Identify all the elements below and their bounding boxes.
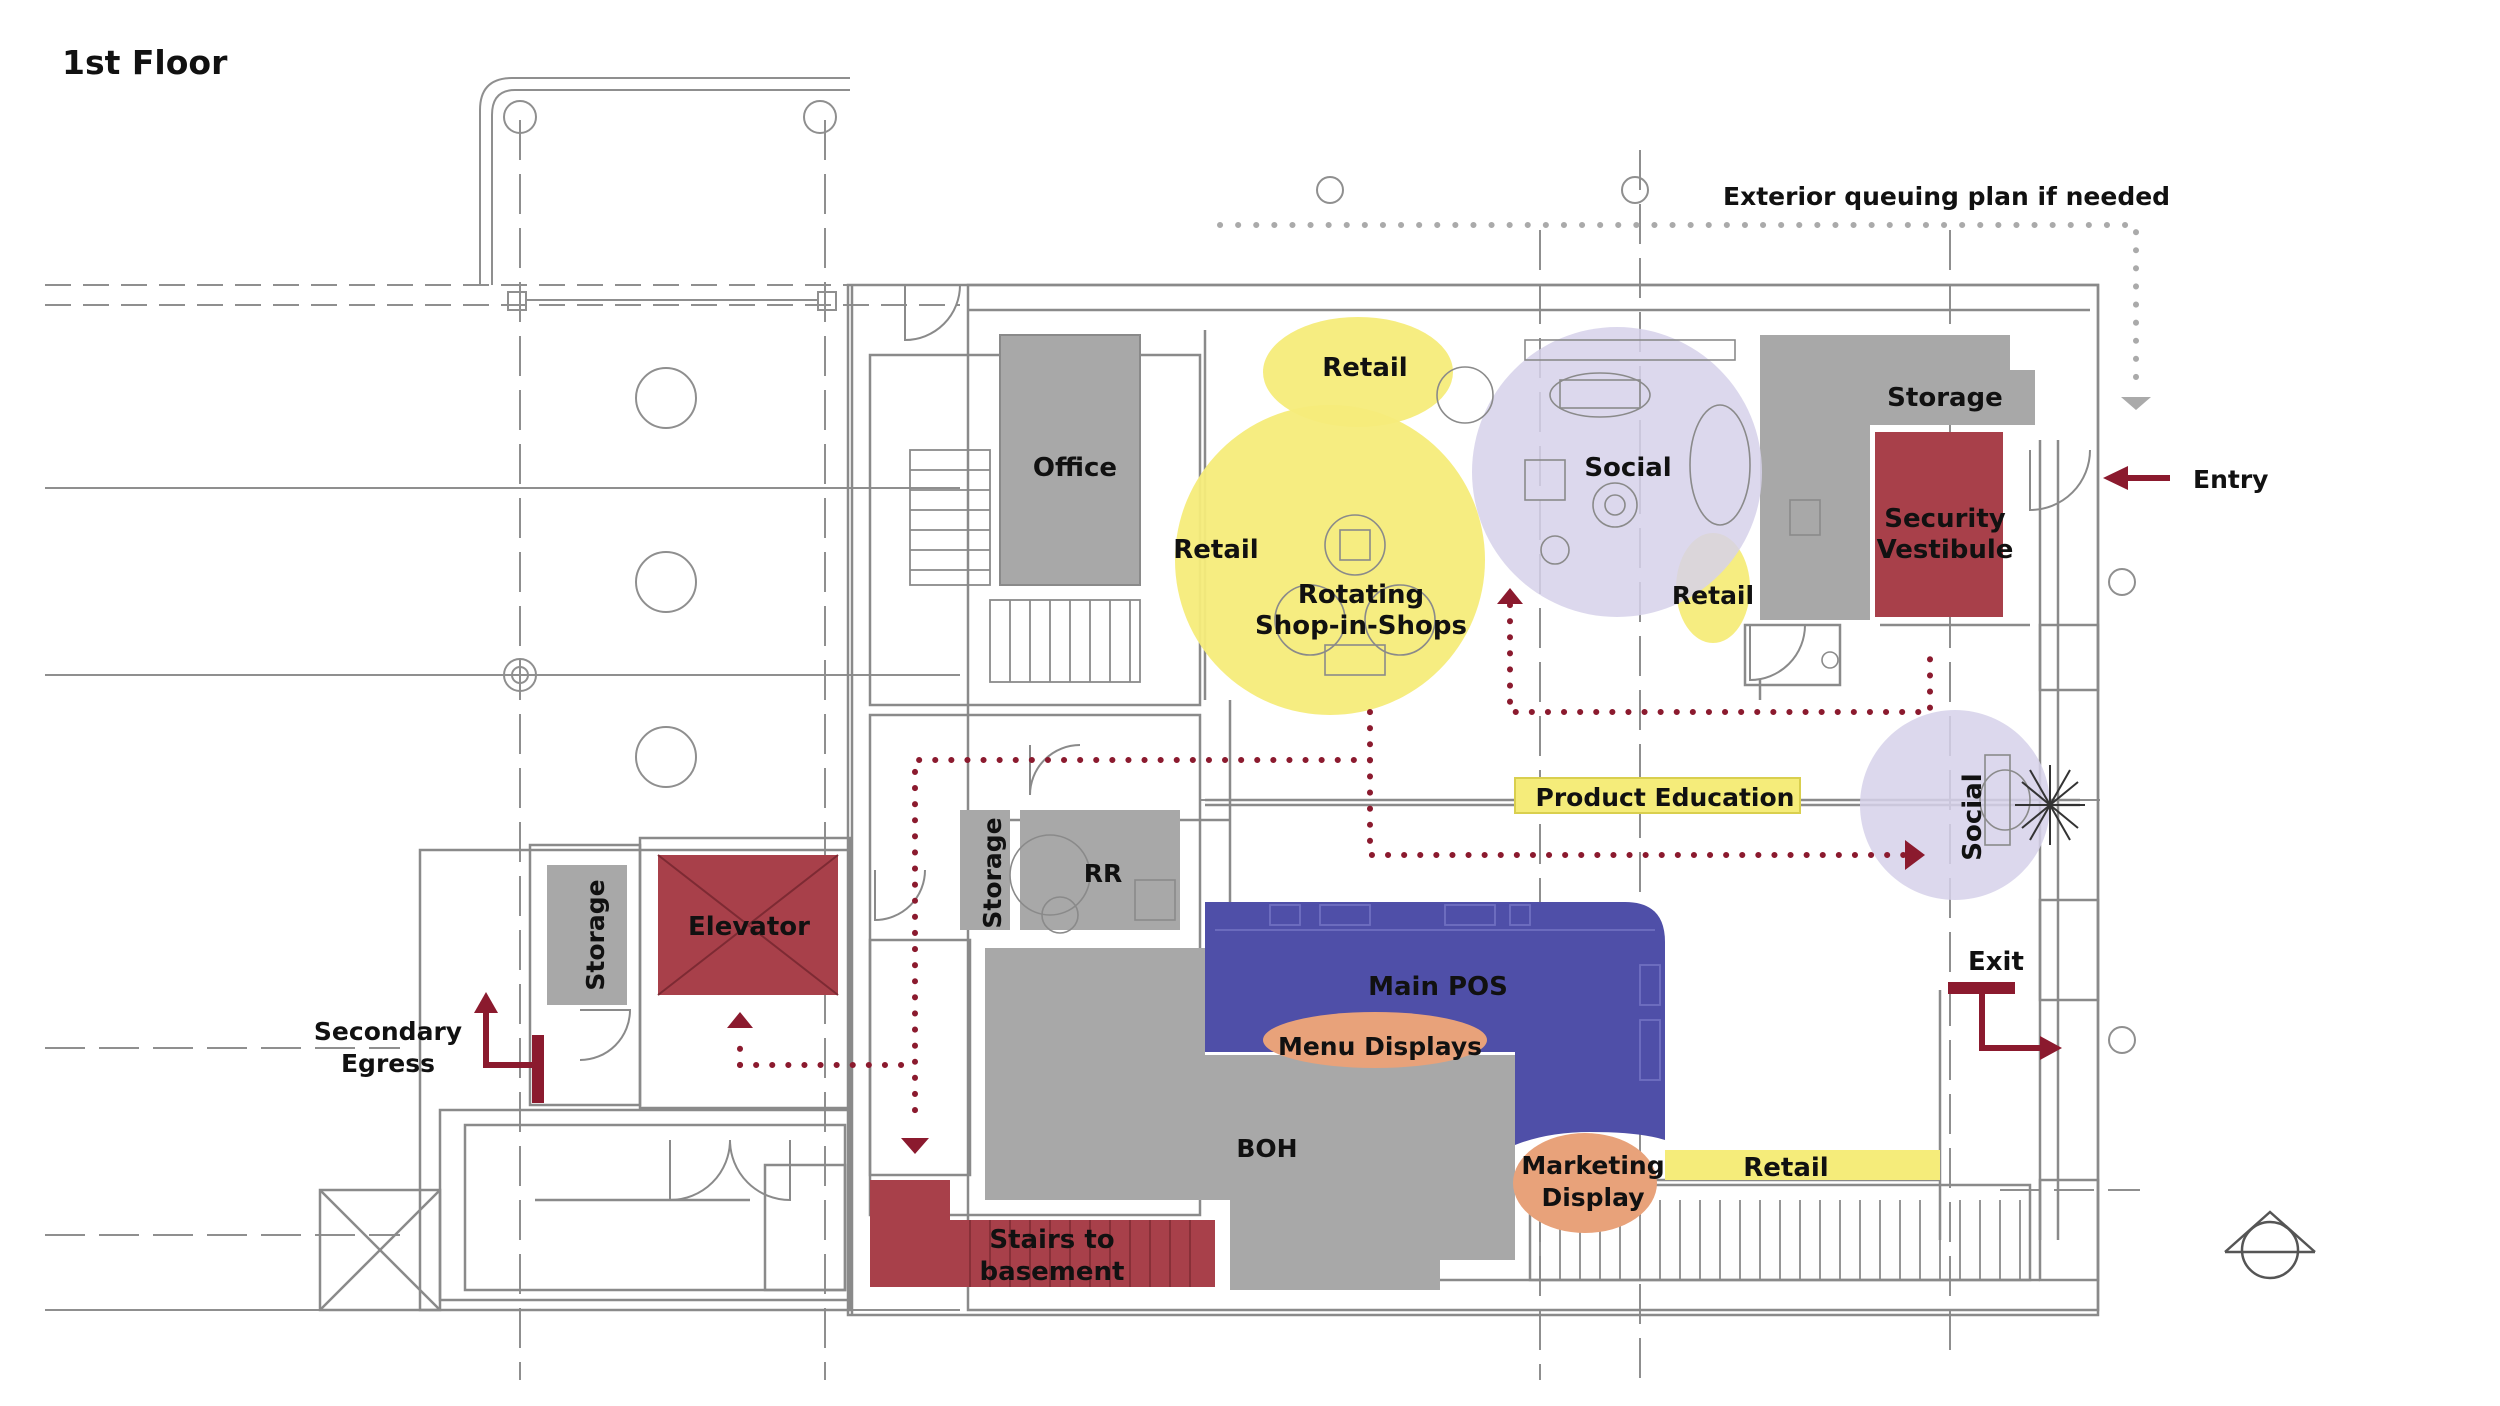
plant-icon	[2015, 765, 2085, 845]
label-marketing-line2: Display	[1541, 1183, 1644, 1212]
circulation-paths	[737, 602, 1933, 1128]
stairs-basement-room	[870, 1180, 1215, 1287]
secondary-egress-arrow-icon	[474, 992, 544, 1103]
stairs-office	[909, 449, 1141, 683]
path-arrow-up-left-icon	[727, 1012, 753, 1028]
exterior-queue-path	[1217, 222, 2139, 388]
storage-left-room	[547, 865, 627, 1005]
path-arrow-right-icon	[1905, 840, 1925, 870]
label-retail-top: Retail	[1322, 353, 1407, 383]
office-room	[999, 334, 1141, 586]
label-marketing-line1: Marketing	[1521, 1151, 1664, 1180]
exit-arrow-icon	[1948, 982, 2062, 1060]
retail-rotating-zone	[1175, 405, 1485, 715]
label-stairs-line1: Stairs to	[989, 1225, 1114, 1255]
label-retail-bottom: Retail	[1743, 1153, 1828, 1183]
rr-room	[1020, 810, 1180, 930]
label-social-top: Social	[1584, 453, 1671, 483]
retail-top-zone	[1263, 317, 1453, 427]
furniture-sketches	[1009, 339, 2031, 934]
queue-arrow-down-icon	[2121, 397, 2151, 410]
label-storage-top: Storage	[1887, 383, 2003, 413]
entry-arrow-icon	[2103, 466, 2170, 490]
label-rr: RR	[1084, 859, 1123, 888]
label-menu-displays: Menu Displays	[1278, 1032, 1482, 1061]
label-secondary-egress-line1: Secondary	[314, 1017, 462, 1046]
label-storage-mid: Storage	[978, 817, 1007, 928]
label-security-line2: Vestibule	[1877, 535, 2014, 565]
boh-room	[985, 948, 1515, 1290]
label-retail-small: Retail	[1672, 581, 1754, 610]
label-elevator: Elevator	[688, 912, 810, 942]
menu-displays-zone	[1263, 1012, 1487, 1068]
label-exit: Exit	[1968, 947, 2024, 977]
pos-counter-details	[1215, 904, 1661, 1081]
label-retail-left: Retail	[1173, 535, 1258, 565]
marketing-display-zone	[1513, 1133, 1657, 1233]
label-storage-left: Storage	[581, 879, 610, 990]
label-stairs-line2: basement	[980, 1257, 1125, 1287]
security-vestibule-room	[1875, 432, 2003, 617]
label-rotating-line1: Rotating	[1298, 580, 1424, 610]
label-exterior-queue: Exterior queuing plan if needed	[1723, 182, 2170, 211]
label-office: Office	[1033, 453, 1117, 483]
north-arrow-icon	[2224, 1210, 2316, 1280]
stairs-basement-treads	[969, 1220, 1191, 1287]
social-top-zone	[1472, 327, 1762, 617]
retail-bottom-zone	[1665, 1150, 1940, 1180]
label-secondary-egress-line2: Egress	[341, 1049, 435, 1078]
path-arrow-down-icon	[901, 1138, 929, 1154]
label-social-right: Social	[1958, 773, 1988, 860]
label-product-education: Product Education	[1536, 783, 1795, 812]
label-rotating-line2: Shop-in-Shops	[1255, 611, 1467, 641]
label-entry: Entry	[2193, 465, 2268, 494]
canopy-structure	[479, 77, 2136, 1054]
path-arrow-up-icon	[1497, 588, 1523, 604]
product-education-zone	[1514, 777, 1801, 814]
storage-top-room	[1760, 335, 2035, 620]
elevator-x-mark	[657, 854, 839, 996]
label-security-line1: Security	[1884, 504, 2005, 534]
label-boh: BOH	[1236, 1134, 1297, 1163]
label-main-pos: Main POS	[1368, 972, 1508, 1002]
storage-mid-room	[960, 810, 1010, 930]
page-title: 1st Floor	[62, 43, 228, 82]
